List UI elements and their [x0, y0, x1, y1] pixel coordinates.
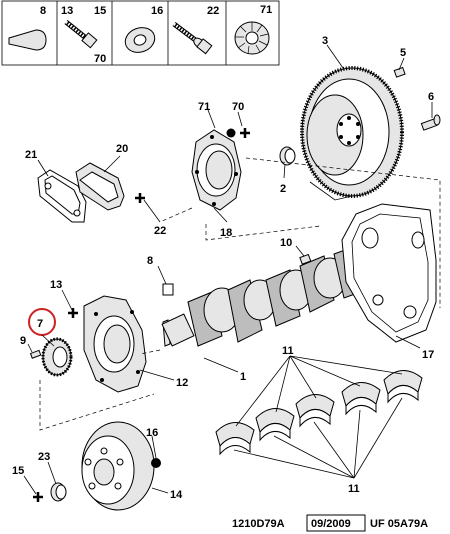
callout-5: 5 — [400, 47, 406, 59]
pin-9 — [29, 349, 42, 359]
bolt-22-cross-icon — [135, 193, 145, 203]
callout-labels: 3 5 6 2 71 70 18 21 20 22 10 8 17 1 12 1… — [12, 35, 434, 501]
crankshaft-pulley — [81, 421, 155, 511]
parts-legend: 8 13 15 70 16 22 71 — [1, 0, 280, 66]
legend-label-71: 71 — [260, 4, 272, 16]
legend-label-8: 8 — [40, 5, 46, 17]
legend-label-16: 16 — [151, 5, 163, 17]
legend-label-70: 70 — [94, 53, 106, 65]
woodruff-key-icon — [8, 29, 47, 51]
callout-16: 16 — [146, 427, 158, 439]
callout-23: 23 — [38, 451, 50, 463]
legend-label-15: 15 — [94, 5, 106, 17]
callout-2: 2 — [280, 183, 286, 195]
callout-8: 8 — [147, 255, 153, 267]
dowel-pin — [393, 66, 406, 78]
front-oil-seal-housing — [83, 295, 147, 393]
bolt-15-cross-icon — [33, 492, 43, 502]
plug-10 — [299, 253, 312, 265]
callout-3: 3 — [322, 35, 328, 47]
timing-gear — [41, 337, 73, 377]
flange-bolt-icon — [196, 38, 213, 55]
callout-21: 21 — [25, 149, 37, 161]
footer-reference: 1210D79A 09/2009 UF 05A79A — [232, 514, 428, 532]
callout-70: 70 — [232, 101, 244, 113]
callout-20: 20 — [116, 143, 128, 155]
legend-cell-lock-washer: 71 — [234, 4, 272, 55]
rear-seal-housing — [191, 129, 242, 211]
callout-13: 13 — [50, 279, 62, 291]
callout-9: 9 — [20, 335, 26, 347]
bearing-shell — [383, 370, 423, 404]
assembly-lines — [39, 157, 441, 431]
flywheel — [300, 66, 404, 201]
bolt-70-cross-icon — [240, 128, 250, 138]
diagram-ref-code: 1210D79A — [232, 518, 285, 530]
leader-lines — [23, 44, 433, 495]
callout-18: 18 — [220, 227, 232, 239]
gasket-21 — [37, 169, 87, 223]
callout-17: 17 — [422, 349, 434, 361]
bearing-shell — [341, 382, 381, 416]
bolt-head-icon — [81, 32, 98, 49]
bearing-shell — [215, 422, 255, 456]
legend-cell-key: 8 — [8, 5, 47, 51]
callout-11-top: 11 — [282, 345, 294, 357]
pulley-washer — [50, 482, 67, 502]
diagram-date: 09/2009 — [311, 518, 351, 530]
callout-22: 22 — [154, 225, 166, 237]
callout-11-bottom: 11 — [348, 483, 360, 495]
callout-12: 12 — [176, 377, 188, 389]
callout-14: 14 — [170, 489, 183, 501]
bearing-shell — [295, 394, 335, 428]
diagram-part-code: UF 05A79A — [370, 518, 428, 530]
bolt-71-symbol-icon — [226, 128, 236, 138]
cover-20 — [75, 162, 125, 211]
flywheel-bolt — [420, 114, 441, 131]
bolt-13-cross-icon — [68, 308, 78, 318]
legend-label-22: 22 — [207, 5, 219, 17]
callout-15: 15 — [12, 465, 24, 477]
legend-cell-washer: 16 — [124, 5, 163, 53]
callout-1: 1 — [240, 371, 246, 383]
legend-cell-flange-bolt: 22 — [172, 5, 219, 55]
callout-71: 71 — [198, 101, 210, 113]
bearing-shell — [255, 408, 295, 442]
key-8-marker — [162, 283, 174, 296]
washer-16-symbol-icon — [151, 458, 161, 468]
bearing-shells — [215, 370, 423, 456]
engine-plate — [341, 203, 437, 343]
legend-cell-bolt: 13 15 70 — [61, 5, 106, 65]
callout-6: 6 — [428, 91, 434, 103]
callout-7: 7 — [37, 318, 43, 330]
callout-10: 10 — [280, 237, 292, 249]
spacer-ring — [279, 146, 296, 166]
legend-label-13: 13 — [61, 5, 73, 17]
